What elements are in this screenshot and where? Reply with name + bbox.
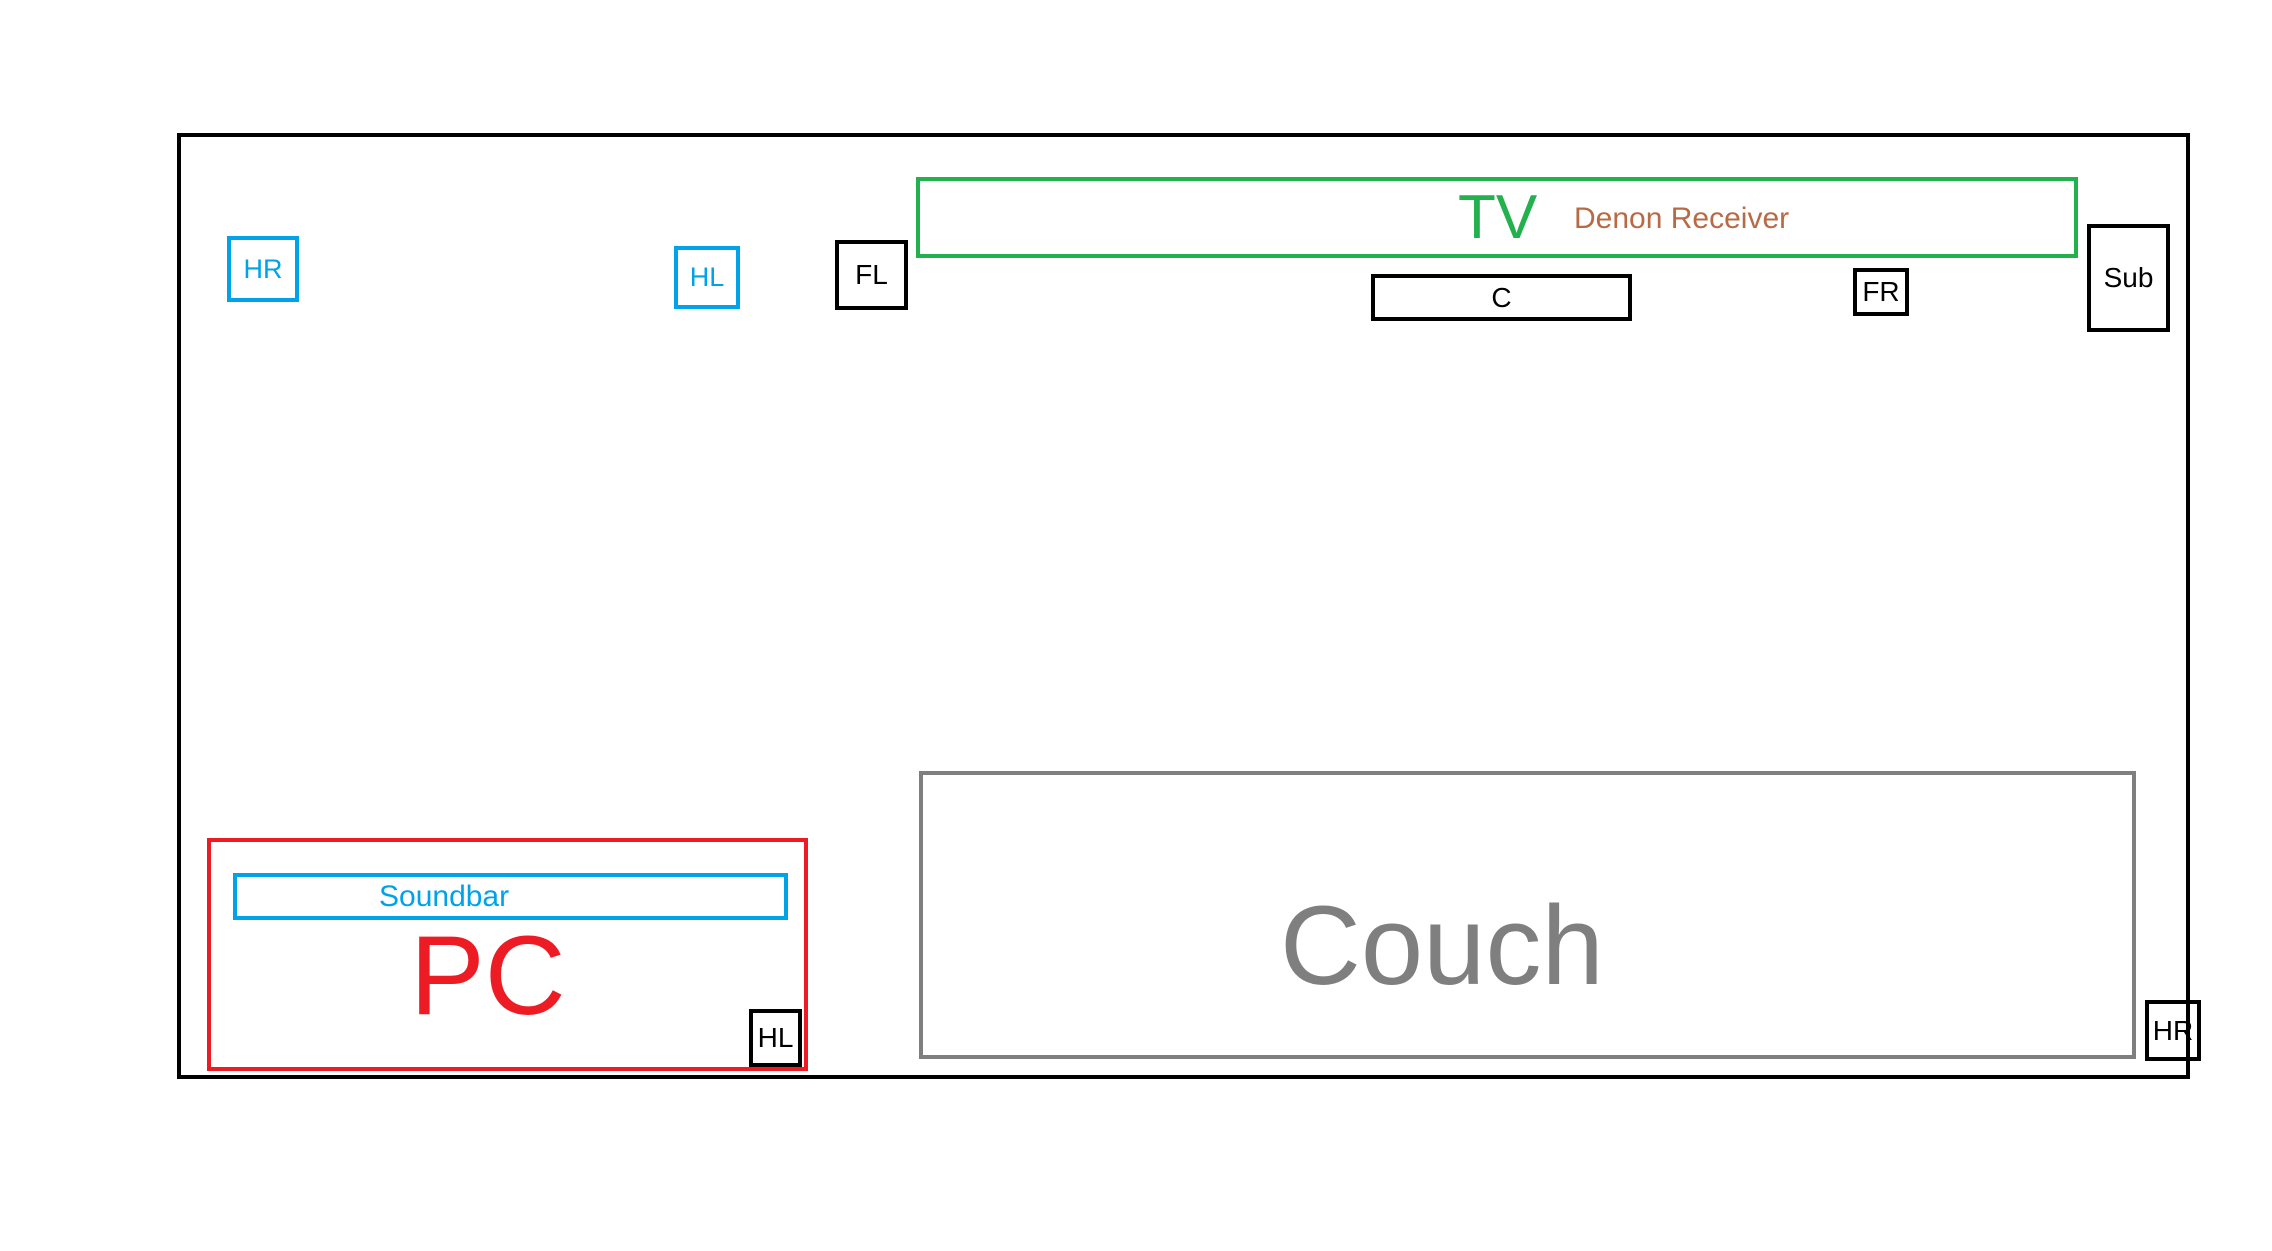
speaker-center-label: C <box>1491 281 1512 313</box>
room-outline <box>177 133 2190 1079</box>
receiver-label: Denon Receiver <box>1574 202 1790 235</box>
speaker-fr: FR <box>1853 268 1909 316</box>
soundbar-label: Soundbar <box>379 879 510 913</box>
subwoofer: Sub <box>2087 224 2170 332</box>
speaker-center: C <box>1371 274 1632 321</box>
speaker-fl-label: FL <box>855 259 888 290</box>
tv-label: TV <box>1458 183 1538 252</box>
couch-label: Couch <box>1280 883 1604 1008</box>
couch-box <box>919 771 2136 1059</box>
subwoofer-label: Sub <box>2103 262 2154 293</box>
pc-label: PC <box>410 913 566 1038</box>
tv-box <box>916 177 2078 258</box>
speaker-hr-top: HR <box>227 236 299 302</box>
speaker-hr-top-label: HR <box>243 253 283 284</box>
speaker-fl: FL <box>835 240 908 310</box>
speaker-hl-pc: HL <box>749 1009 802 1067</box>
soundbar-box: Soundbar <box>233 873 788 920</box>
speaker-hl-top-label: HL <box>689 262 725 292</box>
speaker-hr-couch: HR <box>2145 1000 2201 1061</box>
speaker-hl-pc-label: HL <box>757 1022 794 1053</box>
speaker-hr-couch-label: HR <box>2152 1014 2194 1046</box>
speaker-fr-label: FR <box>1862 276 1900 307</box>
speaker-hl-top: HL <box>674 246 740 309</box>
pc-box <box>207 838 808 1071</box>
